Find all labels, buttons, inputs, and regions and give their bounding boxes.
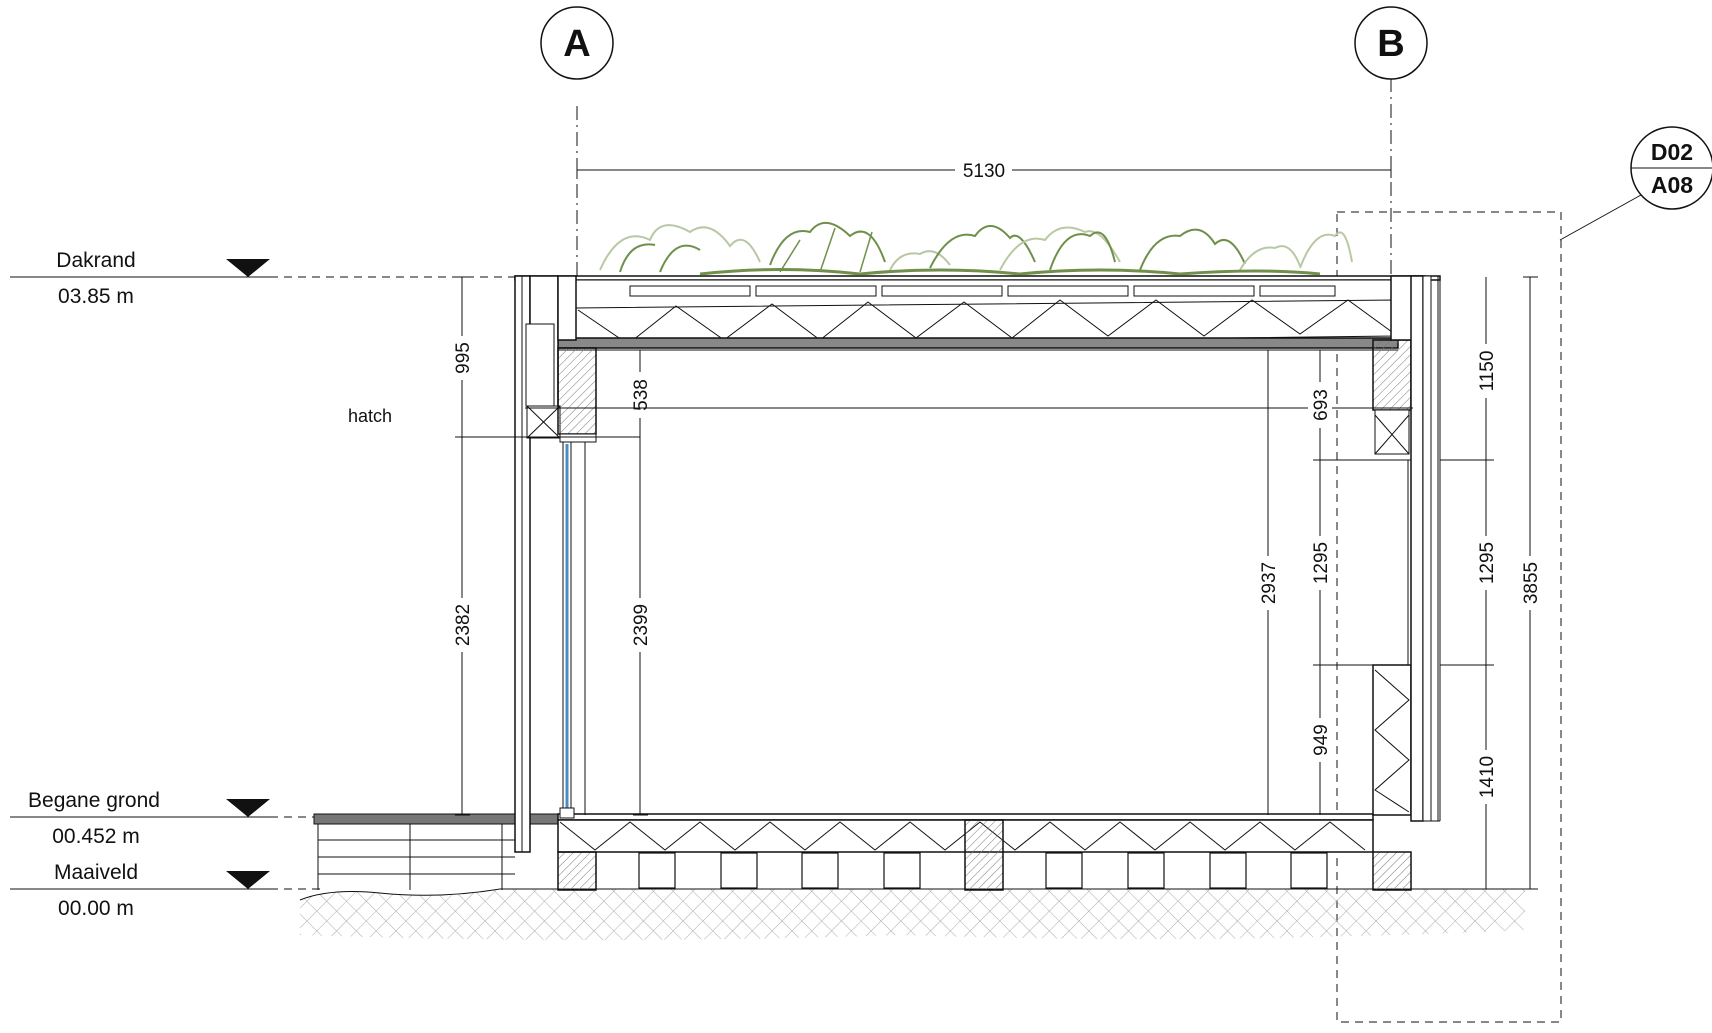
svg-text:1295: 1295	[1311, 542, 1332, 584]
roof-drainage-tiles	[629, 285, 1336, 297]
svg-text:1295: 1295	[1477, 542, 1498, 584]
svg-text:949: 949	[1311, 724, 1332, 756]
detail-callout-box	[1336, 211, 1562, 1023]
svg-text:00.00 m: 00.00 m	[58, 897, 134, 920]
dim-left-outer: 995 2382	[450, 276, 640, 816]
svg-text:5130: 5130	[963, 161, 1005, 182]
terrace-deck	[313, 813, 559, 890]
svg-text:1410: 1410	[1477, 756, 1498, 798]
green-roof-plants	[599, 222, 1353, 276]
svg-text:2937: 2937	[1259, 562, 1280, 604]
wall-right	[1372, 275, 1441, 822]
grid-bubble-b: B	[1354, 6, 1428, 80]
dim-right-outer: 1150 1295 1410	[1440, 277, 1498, 889]
svg-text:693: 693	[1311, 389, 1332, 421]
dim-right-inner: 693 1295 949	[1308, 350, 1410, 815]
ground-fill	[299, 888, 1525, 940]
svg-text:Maaiveld: Maaiveld	[54, 861, 138, 884]
svg-text:995: 995	[453, 342, 474, 374]
svg-text:D02: D02	[1651, 139, 1693, 165]
level-maaiveld: Maaiveld 00.00 m	[10, 861, 320, 920]
foundation-beams	[557, 819, 1412, 891]
detail-reference-marker: D02 A08	[1559, 126, 1712, 241]
svg-text:1150: 1150	[1477, 351, 1498, 392]
level-begane-grond: Begane grond 00.452 m	[10, 789, 320, 848]
dim-left-inner: 538 2399	[628, 349, 652, 816]
svg-text:A: A	[563, 23, 590, 65]
svg-text:Dakrand: Dakrand	[56, 249, 135, 272]
dim-total-height: 3855	[1518, 276, 1542, 890]
svg-text:03.85 m: 03.85 m	[58, 285, 134, 308]
svg-text:2399: 2399	[631, 604, 652, 646]
grid-bubble-a: A	[540, 6, 614, 80]
hatch-note: hatch	[348, 406, 1413, 426]
svg-text:B: B	[1377, 23, 1404, 65]
svg-text:3855: 3855	[1521, 562, 1542, 604]
level-dakrand: Dakrand 03.85 m	[10, 249, 520, 308]
dim-ceiling-height: 2937	[1256, 350, 1280, 815]
svg-text:2382: 2382	[453, 604, 474, 646]
svg-text:538: 538	[631, 379, 652, 411]
svg-text:hatch: hatch	[348, 406, 392, 426]
dim-overall-width: 5130	[576, 161, 1392, 182]
svg-text:Begane grond: Begane grond	[28, 789, 160, 812]
svg-text:A08: A08	[1651, 172, 1693, 198]
svg-text:00.452 m: 00.452 m	[52, 825, 140, 848]
wall-left	[514, 275, 597, 853]
